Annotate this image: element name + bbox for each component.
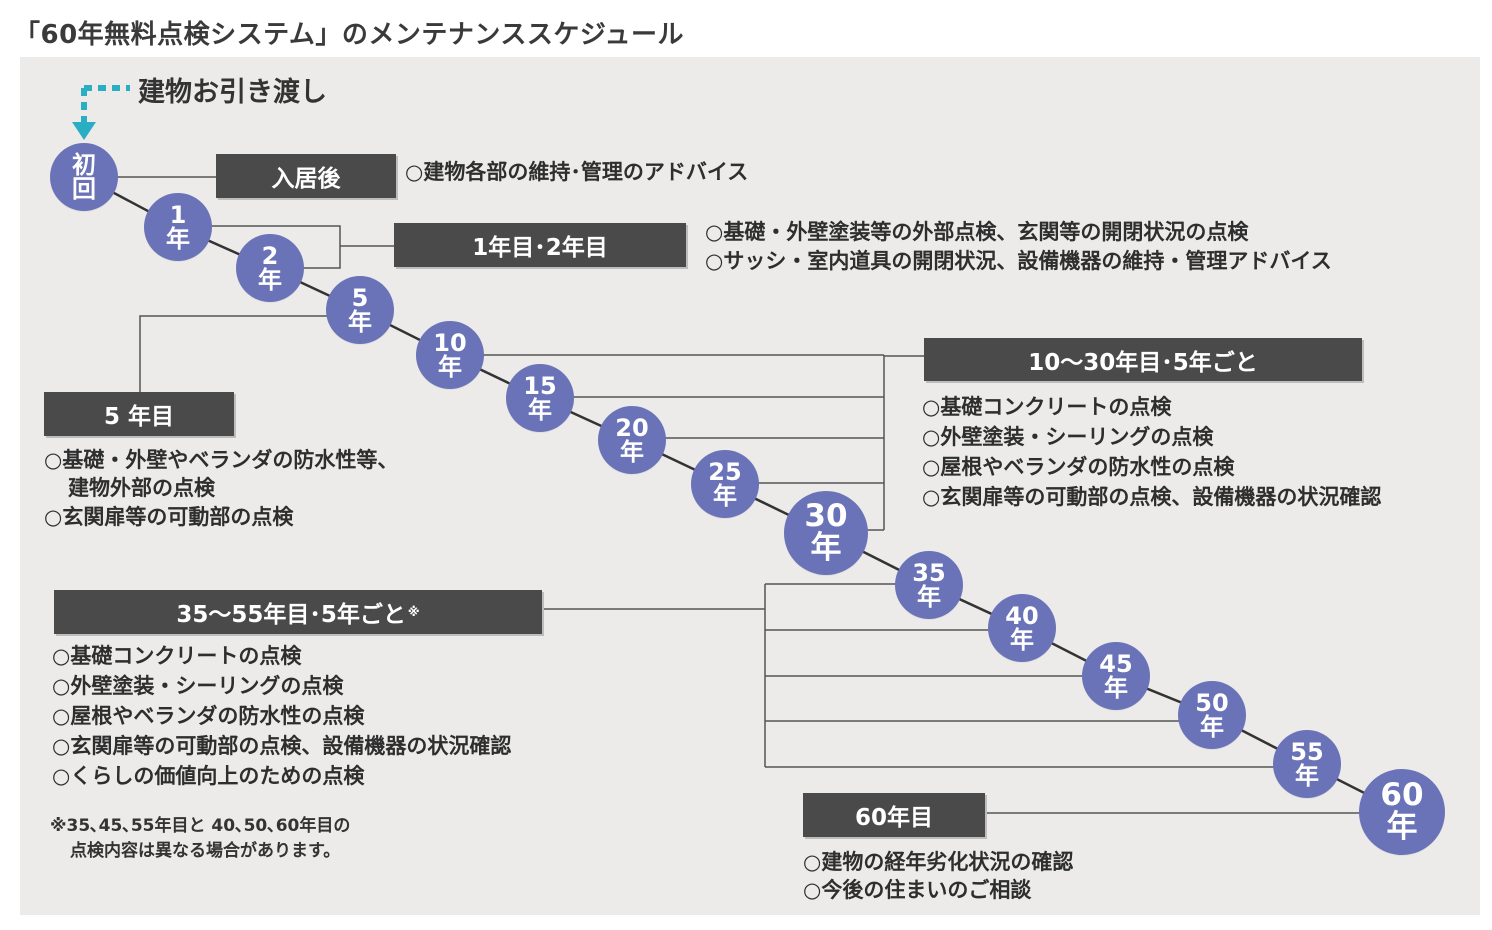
handover-label: 建物お引き渡し: [138, 77, 327, 108]
tag-year1-2: 1年目･2年目: [394, 223, 686, 267]
year60-item-2: ○今後の住まいのご相談: [803, 878, 1032, 902]
year35-55-item-2: ○外壁塗装・シーリングの点検: [52, 674, 344, 698]
tag-year35-55-mark: ※: [407, 605, 420, 619]
footnote-line-1: ※35､45､55年目と 40､50､60年目の: [50, 816, 351, 836]
handover-arrow: [81, 85, 130, 124]
year5-item-3: ○玄関扉等の可動部の点検: [44, 505, 294, 529]
year10-30-item-2: ○外壁塗装・シーリングの点検: [922, 425, 1214, 449]
year35-55-item-5: ○くらしの価値向上のための点検: [52, 764, 365, 788]
handover-arrow-head: [72, 122, 96, 140]
tag-year35-55-label: 35〜55年目･5年ごと: [176, 602, 406, 628]
footnote-line-2: 点検内容は異なる場合があります。: [70, 841, 341, 861]
year10-30-item-4: ○玄関扉等の可動部の点検、設備機器の状況確認: [922, 485, 1382, 509]
year1-2-item-2: ○サッシ・室内道具の開閉状況、設備機器の維持・管理アドバイス: [705, 249, 1332, 273]
year35-55-item-3: ○屋根やベランダの防水性の点検: [52, 704, 365, 728]
node-initial: 初回: [50, 143, 118, 211]
page-title: 「60年無料点検システム」のメンテナンススケジュール: [14, 20, 685, 50]
tag-after-move: 入居後: [216, 154, 396, 198]
year10-30-item-1: ○基礎コンクリートの点検: [922, 395, 1172, 419]
year1-2-item-1: ○基礎・外壁塗装等の外部点検、玄関等の開閉状況の点検: [705, 220, 1249, 244]
tag-year10-30: 10〜30年目･5年ごと: [924, 338, 1362, 381]
tag-year5: 5 年目: [44, 392, 234, 436]
year60-item-1: ○建物の経年劣化状況の確認: [803, 850, 1074, 874]
tag-year60: 60年目: [803, 793, 985, 837]
tag-year35-55: 35〜55年目･5年ごと※: [54, 590, 542, 634]
after-move-item: ○建物各部の維持･管理のアドバイス: [405, 160, 749, 184]
year35-55-item-1: ○基礎コンクリートの点検: [52, 644, 302, 668]
year35-55-item-4: ○玄関扉等の可動部の点検、設備機器の状況確認: [52, 734, 512, 758]
year10-30-item-3: ○屋根やベランダの防水性の点検: [922, 455, 1235, 479]
year5-item-2: 建物外部の点検: [68, 476, 215, 500]
year5-item-1: ○基礎・外壁やベランダの防水性等、: [44, 448, 399, 472]
